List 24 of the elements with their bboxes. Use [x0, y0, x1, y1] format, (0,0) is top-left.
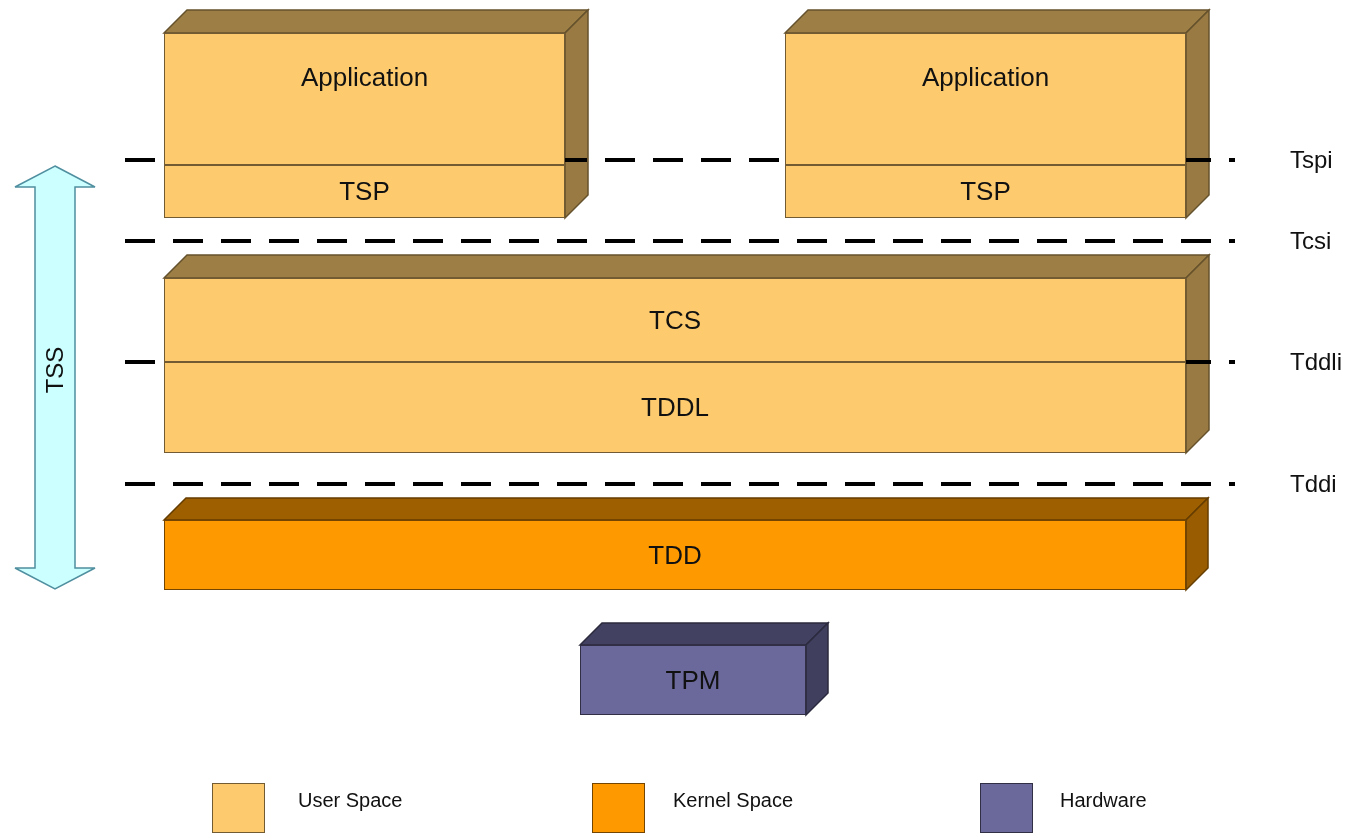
layer-name: TDD [648, 539, 702, 571]
interface-label: Tddli [1290, 348, 1343, 376]
layer-name: TDDL [641, 392, 709, 423]
layer-name: TPM [665, 664, 721, 696]
interface-label: Tddi [1290, 470, 1337, 498]
layer-box [164, 33, 565, 165]
interface-label: Tspi [1290, 146, 1333, 174]
layer-name: TCS [649, 304, 701, 336]
layer-name: TSP [960, 176, 1011, 207]
legend-label: User Space [298, 789, 403, 812]
layer-box [164, 278, 1186, 362]
span-label: TSS [41, 346, 69, 394]
interface-label: Tcsi [1290, 227, 1332, 255]
layer-box [164, 165, 565, 218]
legend-label: Kernel Space [673, 789, 794, 812]
layer-box [580, 645, 806, 715]
layer-box [785, 165, 1186, 218]
layer-box [164, 520, 1186, 590]
layer-name: TSP [339, 176, 390, 207]
legend-label: Hardware [1060, 789, 1147, 812]
layer-box [164, 362, 1186, 453]
layer-box [785, 33, 1186, 165]
layer-name: Application [300, 62, 429, 93]
layer-name: Application [921, 62, 1050, 93]
